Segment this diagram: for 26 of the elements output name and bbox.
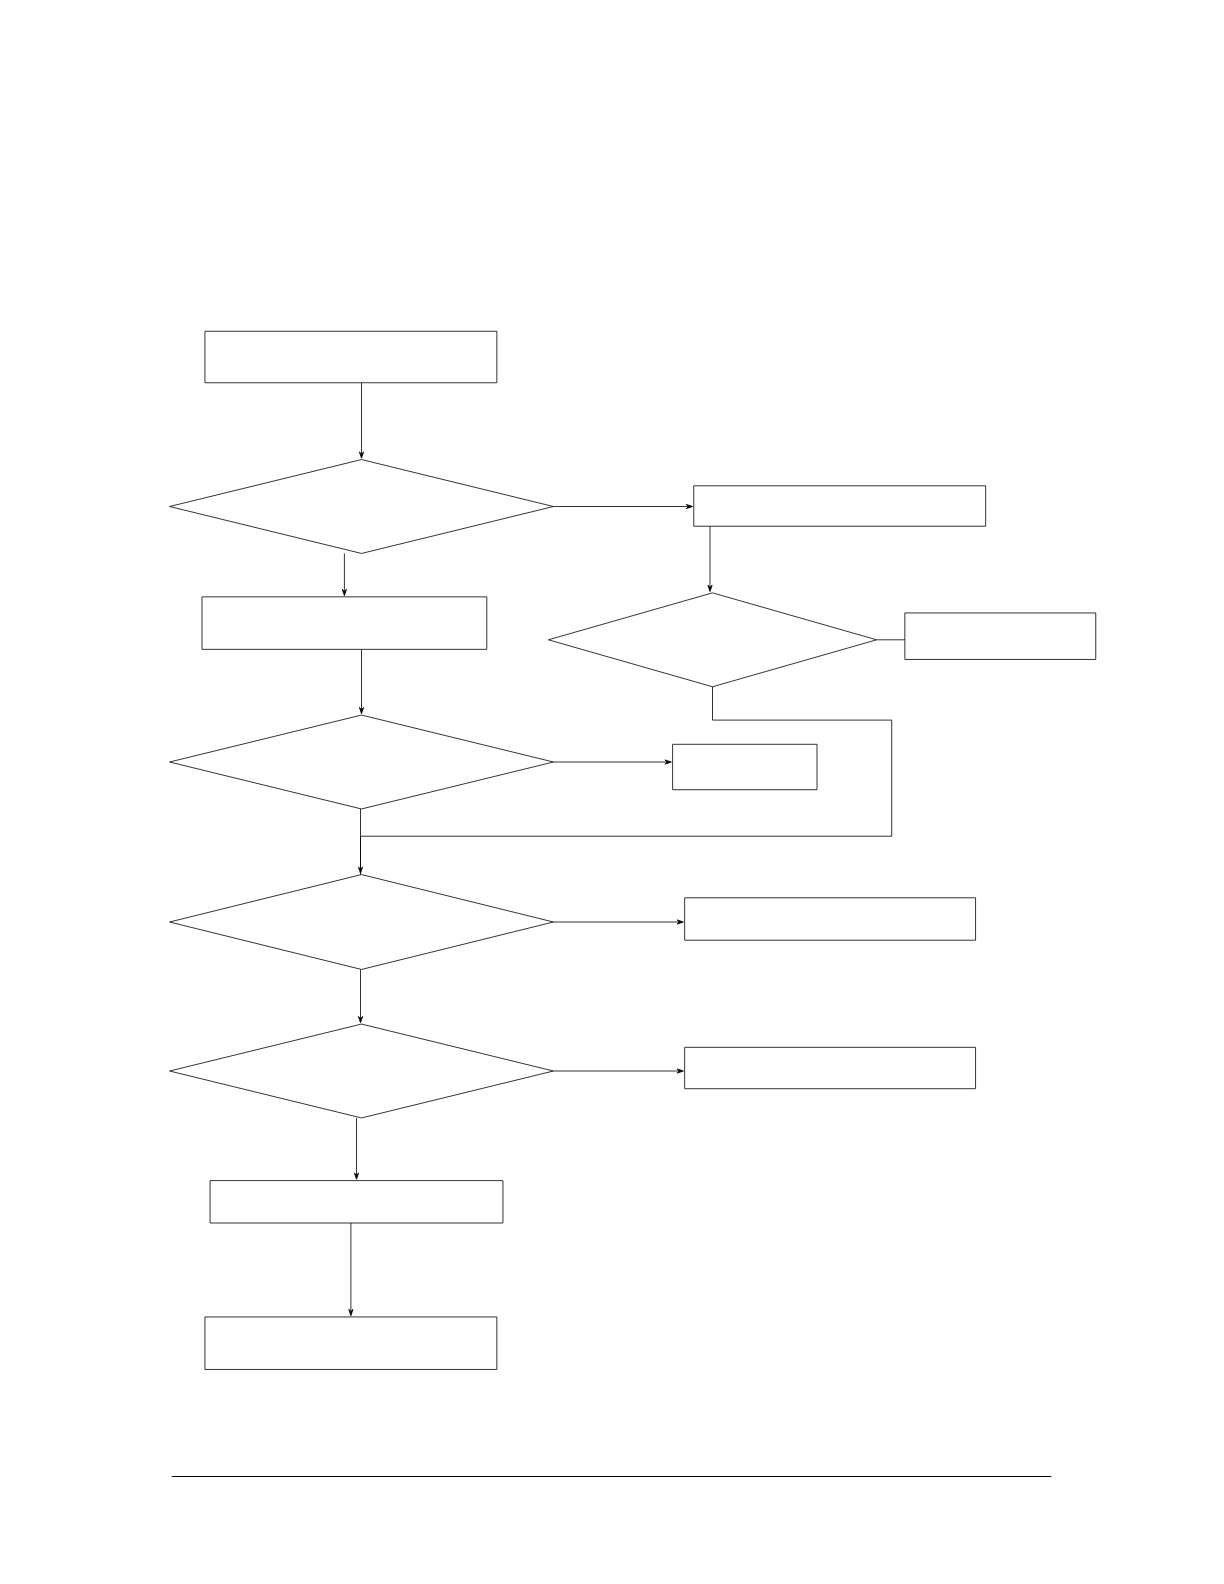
arrow — [553, 504, 693, 510]
process-box — [672, 743, 818, 791]
process-box — [204, 330, 498, 384]
process-box — [201, 596, 488, 650]
process-box — [693, 485, 987, 527]
arrow — [553, 919, 684, 925]
decision-diamond — [169, 1023, 554, 1119]
decision-diamond — [548, 592, 877, 688]
process-box — [684, 897, 976, 941]
decision-diamond — [169, 874, 554, 970]
arrow — [348, 1222, 354, 1317]
arrow — [357, 686, 893, 874]
arrow — [357, 969, 364, 1024]
arrow — [358, 649, 365, 715]
arrow — [553, 759, 672, 765]
process-box — [684, 1046, 976, 1090]
arrow — [353, 1117, 360, 1180]
arrow — [341, 553, 347, 597]
process-box — [904, 612, 1097, 660]
arrow — [707, 525, 713, 592]
decision-diamond — [169, 459, 554, 554]
arrow — [553, 1068, 684, 1074]
decision-diamond — [169, 714, 554, 810]
process-box — [209, 1180, 504, 1224]
process-box — [204, 1316, 498, 1370]
arrow — [358, 382, 365, 459]
